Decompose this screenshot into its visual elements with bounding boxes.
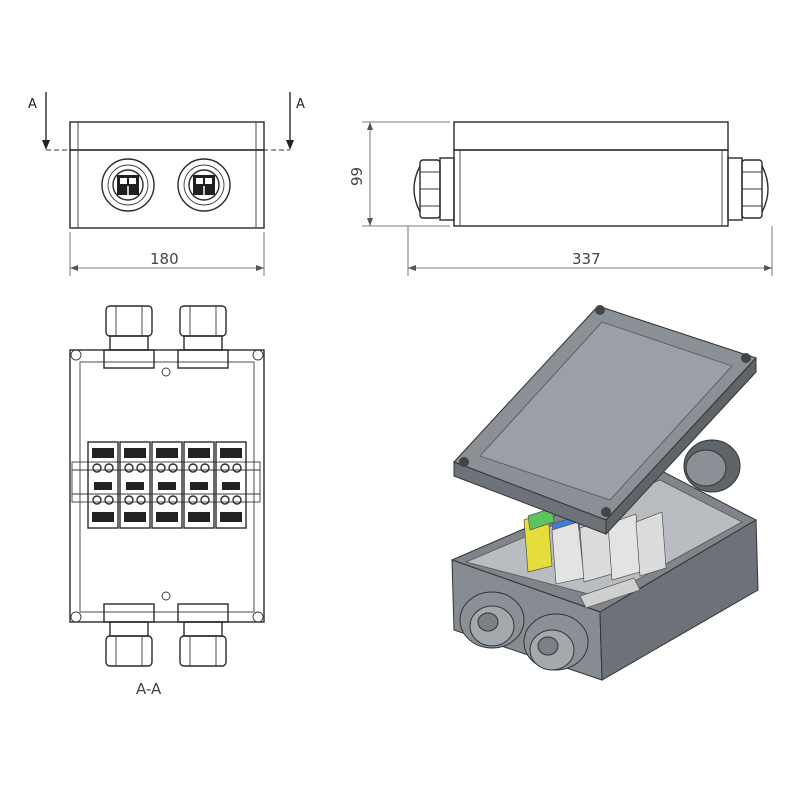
- cable-gland-side-left: [413, 157, 455, 221]
- dimension-front-width: 180: [69, 232, 265, 276]
- box-right-face: [599, 519, 759, 681]
- section-body-outer: [69, 349, 265, 623]
- section-view-label: A-A: [136, 680, 162, 698]
- dimension-side-width-label: 337: [572, 250, 601, 268]
- cable-gland-section-top-2: [177, 305, 229, 369]
- terminal-block-1: [87, 441, 119, 529]
- side-body: [453, 149, 729, 227]
- cable-gland-section-bottom-2: [177, 603, 229, 667]
- cable-gland-side-right: [727, 157, 769, 221]
- section-marker-right: A: [255, 92, 305, 151]
- side-view: 99 337: [348, 121, 773, 276]
- din-rail: [71, 461, 261, 503]
- dimension-side-width: 337: [407, 226, 773, 276]
- side-lid: [453, 121, 729, 151]
- isometric-view: [450, 305, 759, 681]
- section-view: A-A: [69, 305, 265, 698]
- cable-gland-iso-front-2: [523, 613, 589, 671]
- cable-gland-iso-front-1: [459, 591, 525, 649]
- cable-gland-section-bottom-1: [103, 603, 155, 667]
- front-lid: [69, 121, 265, 151]
- section-marker-left-label: A: [28, 97, 37, 112]
- section-body-inner: [79, 361, 255, 613]
- terminal-block-2: [119, 441, 151, 529]
- terminal-block-5: [215, 441, 247, 529]
- front-view: A A: [28, 92, 305, 276]
- front-body: [69, 149, 265, 229]
- section-marker-left: A: [28, 92, 80, 151]
- lid: [453, 305, 757, 536]
- dimension-front-width-label: 180: [150, 250, 179, 268]
- dimension-side-height: 99: [348, 121, 450, 227]
- cable-gland-front-1: [101, 158, 155, 212]
- terminal-block-3: [151, 441, 183, 529]
- cable-gland-front-2: [177, 158, 231, 212]
- cable-gland-iso-right: [683, 439, 741, 493]
- cable-gland-section-top-1: [103, 305, 155, 369]
- section-marker-right-label: A: [296, 97, 305, 112]
- dimension-side-height-label: 99: [348, 167, 366, 186]
- terminal-block-4: [183, 441, 215, 529]
- terminal-grey-group: [551, 511, 667, 609]
